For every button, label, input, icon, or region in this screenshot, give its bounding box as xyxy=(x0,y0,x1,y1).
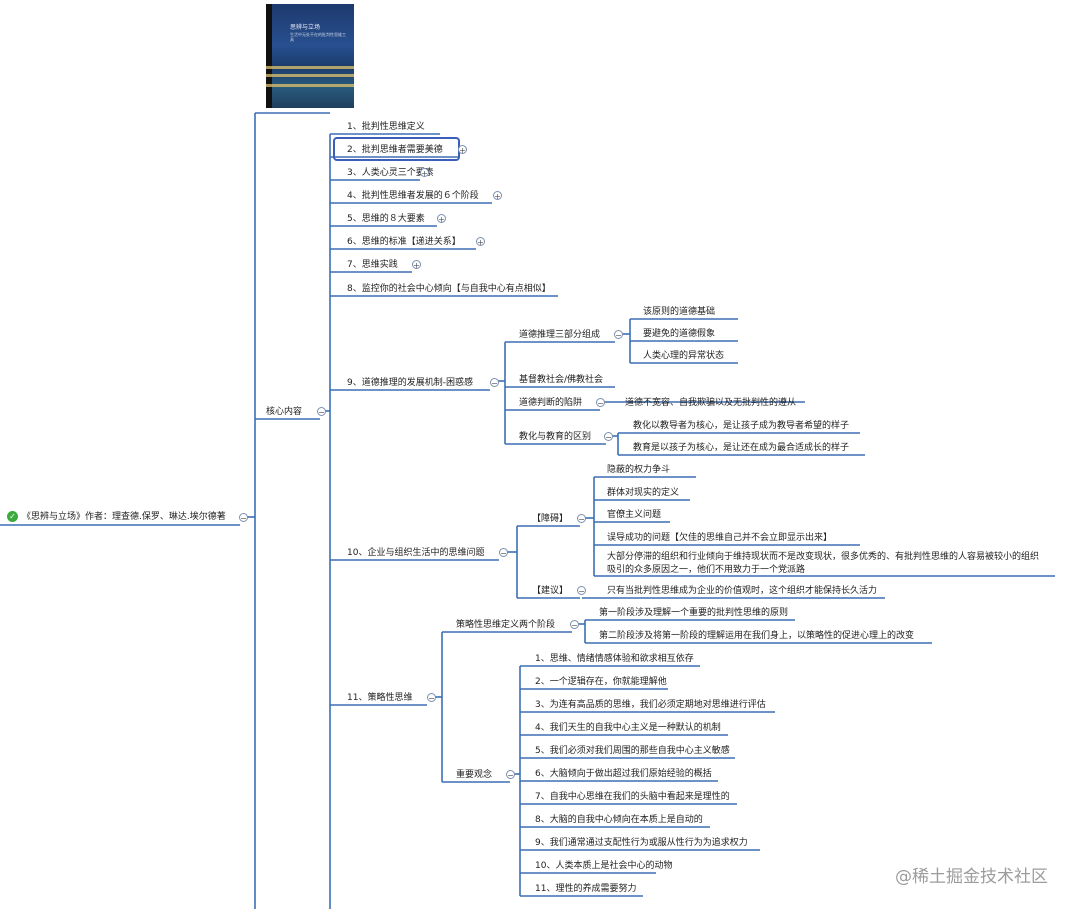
collapse-toggle-icon[interactable]: − xyxy=(506,770,515,780)
obstacle-misleading-success-node[interactable]: 误导成功的问题【欠佳的思维自己并不会立即显示出来】 xyxy=(607,533,833,543)
indoctrination-node[interactable]: 教化以教导者为核心，是让孩子成为教导者希望的样子 xyxy=(633,421,850,431)
strategic-definition-node[interactable]: 策略性思维定义两个阶段 xyxy=(456,620,556,630)
moral-reasoning-parts-node[interactable]: 道德推理三部分组成 xyxy=(519,330,601,340)
key-ideas-node[interactable]: 重要观念 xyxy=(456,770,493,780)
item-3-node[interactable]: 3、人类心灵三个要素 xyxy=(347,168,434,178)
key-idea-item[interactable]: 1、思维、情绪情感体验和欲求相互依存 xyxy=(535,654,694,664)
book-cover-title-text: 思辨与立场 xyxy=(290,24,321,31)
root-node[interactable]: 《思辨与立场》作者：理查德.保罗、琳达.埃尔德著 xyxy=(22,512,226,522)
stage-one-node[interactable]: 第一阶段涉及理解一个重要的批判性思维的原则 xyxy=(599,608,789,618)
advice-detail-node[interactable]: 只有当批判性思维成为企业的价值观时，这个组织才能保持长久活力 xyxy=(607,586,878,596)
key-idea-item[interactable]: 11、理性的养成需要努力 xyxy=(535,884,637,894)
item-8-node[interactable]: 8、监控你的社会中心倾向【与自我中心有点相似】 xyxy=(347,284,551,294)
expand-toggle-icon[interactable]: + xyxy=(437,214,446,224)
item-10-node[interactable]: 10、企业与组织生活中的思维问题 xyxy=(347,548,485,558)
item-9-node[interactable]: 9、道德推理的发展机制-困惑感 xyxy=(347,378,473,388)
key-idea-item[interactable]: 2、一个逻辑存在，你就能理解他 xyxy=(535,677,667,687)
collapse-toggle-icon[interactable]: − xyxy=(596,398,605,408)
watermark: @稀土掘金技术社区 xyxy=(895,867,1048,887)
moral-basis-node[interactable]: 该原则的道德基础 xyxy=(643,307,716,317)
collapse-toggle-icon[interactable]: − xyxy=(427,693,436,703)
item-7-node[interactable]: 7、思维实践 xyxy=(347,260,398,270)
expand-toggle-icon[interactable]: + xyxy=(458,145,467,155)
expand-toggle-icon[interactable]: + xyxy=(420,168,429,178)
expand-toggle-icon[interactable]: + xyxy=(412,260,421,270)
book-cover-light-stripe xyxy=(266,66,354,69)
collapse-toggle-icon[interactable]: − xyxy=(570,620,579,630)
book-cover-light-stripe xyxy=(266,74,354,77)
book-cover-image: 思辨与立场 生活中无处不在的批判性思维工具 xyxy=(266,4,354,108)
key-idea-item[interactable]: 3、为连有高品质的思维，我们必须定期地对思维进行评估 xyxy=(535,700,766,710)
item-6-node[interactable]: 6、思维的标准【递进关系】 xyxy=(347,237,461,247)
check-icon: ✓ xyxy=(7,511,18,522)
obstacle-bureaucracy-node[interactable]: 官僚主义问题 xyxy=(607,510,662,520)
indoctrination-vs-education-node[interactable]: 教化与教育的区别 xyxy=(519,432,592,442)
key-idea-item[interactable]: 9、我们通常通过支配性行为或服从性行为为追求权力 xyxy=(535,838,748,848)
key-idea-item[interactable]: 8、大脑的自我中心倾向在本质上是自动的 xyxy=(535,815,703,825)
obstacle-stagnation-node[interactable]: 大部分停滞的组织和行业倾向于维持现状而不是改变现状，很多优秀的、有批判性思维的人… xyxy=(607,552,1040,575)
item-11-node[interactable]: 11、策略性思维 xyxy=(347,693,413,703)
key-idea-item[interactable]: 6、大脑倾向于做出超过我们原始经验的概括 xyxy=(535,769,712,779)
item-1-node[interactable]: 1、批判性思维定义 xyxy=(347,122,425,132)
obstacles-node[interactable]: 【障碍】 xyxy=(532,514,569,524)
collapse-toggle-icon[interactable]: − xyxy=(317,407,326,417)
collapse-toggle-icon[interactable]: − xyxy=(490,378,499,388)
key-idea-item[interactable]: 5、我们必须对我们周围的那些自我中心主义敏感 xyxy=(535,746,730,756)
book-cover-title: 思辨与立场 生活中无处不在的批判性思维工具 xyxy=(290,24,346,54)
expand-toggle-icon[interactable]: + xyxy=(493,191,502,201)
book-spine xyxy=(266,4,272,108)
collapse-toggle-icon[interactable]: − xyxy=(239,513,248,523)
collapse-toggle-icon[interactable]: − xyxy=(577,586,586,596)
collapse-toggle-icon[interactable]: − xyxy=(614,330,623,340)
obstacle-hidden-power-node[interactable]: 隐蔽的权力争斗 xyxy=(607,465,671,475)
core-content-node[interactable]: 核心内容 xyxy=(266,407,303,417)
key-idea-item[interactable]: 7、自我中心思维在我们的头脑中看起来是理性的 xyxy=(535,792,730,802)
collapse-toggle-icon[interactable]: − xyxy=(499,548,508,558)
moral-trap-node[interactable]: 道德判断的陷阱 xyxy=(519,398,583,408)
collapse-toggle-icon[interactable]: − xyxy=(604,432,613,442)
item-2-node[interactable]: 2、批判思维者需要美德 xyxy=(347,145,443,155)
moral-illusion-node[interactable]: 要避免的道德假象 xyxy=(643,329,716,339)
book-cover-subtitle-text: 生活中无处不在的批判性思维工具 xyxy=(290,32,346,42)
book-cover-light-stripe xyxy=(266,84,354,87)
key-idea-item[interactable]: 4、我们天生的自我中心主义是一种默认的机制 xyxy=(535,723,721,733)
moral-trap-detail-node[interactable]: 道德不宽容、自我欺骗以及无批判性的遵从 xyxy=(625,398,797,408)
collapse-toggle-icon[interactable]: − xyxy=(577,514,586,524)
obstacle-group-definition-node[interactable]: 群体对现实的定义 xyxy=(607,488,680,498)
expand-toggle-icon[interactable]: + xyxy=(476,237,485,247)
stage-two-node[interactable]: 第二阶段涉及将第一阶段的理解运用在我们身上，以策略性的促进心理上的改变 xyxy=(599,631,915,641)
item-5-node[interactable]: 5、思维的８大要素 xyxy=(347,214,425,224)
item-4-node[interactable]: 4、批判性思维者发展的６个阶段 xyxy=(347,191,479,201)
education-node[interactable]: 教育是以孩子为核心，是让还在成为最合适成长的样子 xyxy=(633,443,850,453)
advice-node[interactable]: 【建议】 xyxy=(532,586,569,596)
abnormal-mind-node[interactable]: 人类心理的异常状态 xyxy=(643,351,725,361)
key-idea-item[interactable]: 10、人类本质上是社会中心的动物 xyxy=(535,861,673,871)
christian-buddhist-node[interactable]: 基督教社会/佛教社会 xyxy=(519,375,604,385)
